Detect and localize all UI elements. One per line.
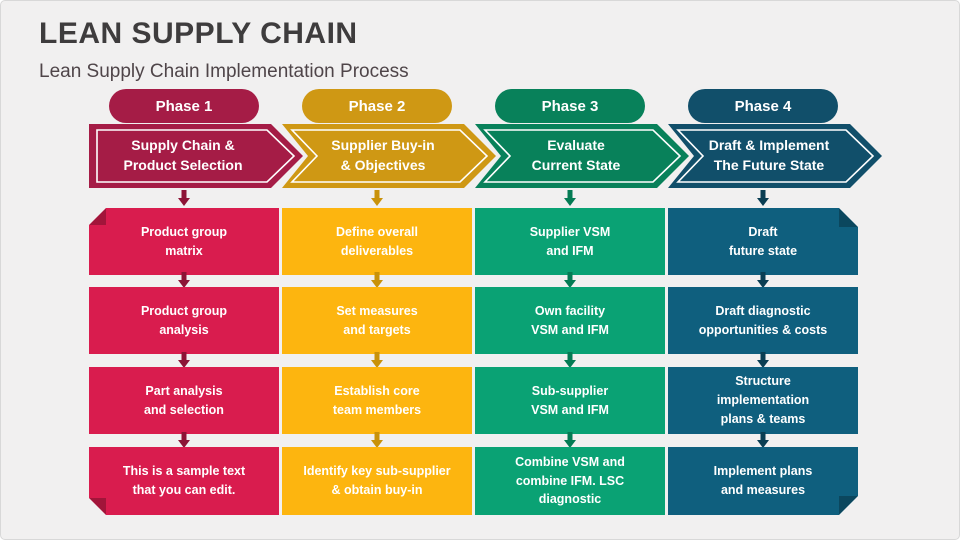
phase-1-header: Supply Chain & Product Selection: [89, 124, 303, 188]
phase-2-step-2: Set measures and targets: [282, 287, 472, 354]
chevron-arrow-shape: [89, 124, 303, 188]
down-arrow-icon: [564, 190, 576, 206]
phase-2-step-3: Establish core team members: [282, 367, 472, 434]
phase-1-step-2: Product group analysis: [89, 287, 279, 354]
phase-3-step-3: Sub-supplier VSM and IFM: [475, 367, 665, 434]
down-arrow-icon: [371, 272, 383, 288]
phase-4-step-2: Draft diagnostic opportunities & costs: [668, 287, 858, 354]
phase-1-column: Phase 1 Supply Chain & Product Selection…: [89, 1, 303, 540]
down-arrow-icon: [178, 352, 190, 368]
phase-2-header: Supplier Buy-in & Objectives: [282, 124, 496, 188]
phase-2-pill: Phase 2: [302, 89, 452, 123]
chevron-arrow-shape: [475, 124, 689, 188]
phase-1-pill: Phase 1: [109, 89, 259, 123]
phase-4-header-label: Draft & Implement The Future State: [708, 137, 830, 173]
phase-3-step-2: Own facility VSM and IFM: [475, 287, 665, 354]
phase-3-column: Phase 3 Evaluate Current State Supplier …: [475, 1, 689, 539]
chevron-arrow-shape: [668, 124, 882, 188]
down-arrow-icon: [178, 432, 190, 448]
down-arrow-icon: [178, 272, 190, 288]
down-arrow-icon: [371, 352, 383, 368]
phase-4-header: Draft & Implement The Future State: [668, 124, 882, 188]
phase-3-step-4: Combine VSM and combine IFM. LSC diagnos…: [475, 447, 665, 515]
phase-1-step-1: Product group matrix: [89, 208, 279, 275]
phase-1-header-label: Supply Chain & Product Selection: [123, 137, 243, 173]
phase-4-pill: Phase 4: [688, 89, 838, 123]
phase-3-header: Evaluate Current State: [475, 124, 689, 188]
slide-subtitle: Lean Supply Chain Implementation Process: [39, 61, 409, 82]
phase-4-step-4: Implement plans and measures: [668, 447, 858, 515]
down-arrow-icon: [564, 272, 576, 288]
down-arrow-icon: [757, 272, 769, 288]
phase-2-step-4: Identify key sub-supplier & obtain buy-i…: [282, 447, 472, 515]
down-arrow-icon: [371, 190, 383, 206]
down-arrow-icon: [371, 432, 383, 448]
phase-3-pill: Phase 3: [495, 89, 645, 123]
down-arrow-icon: [178, 190, 190, 206]
phase-1-step-4: This is a sample text that you can edit.: [89, 447, 279, 515]
phase-4-column: Phase 4 Draft & Implement The Future Sta…: [668, 1, 882, 540]
phase-3-step-1: Supplier VSM and IFM: [475, 208, 665, 275]
down-arrow-icon: [564, 352, 576, 368]
down-arrow-icon: [564, 432, 576, 448]
phase-2-header-label: Supplier Buy-in & Objectives: [331, 137, 435, 173]
slide-title: LEAN SUPPLY CHAIN: [39, 17, 358, 50]
phase-3-header-label: Evaluate Current State: [531, 137, 621, 173]
phase-4-step-1: Draft future state: [668, 208, 858, 275]
down-arrow-icon: [757, 190, 769, 206]
phase-4-step-3: Structure implementation plans & teams: [668, 367, 858, 434]
phase-2-column: Phase 2 Supplier Buy-in & Objectives Def…: [282, 1, 496, 539]
down-arrow-icon: [757, 432, 769, 448]
phase-2-step-1: Define overall deliverables: [282, 208, 472, 275]
chevron-arrow-shape: [282, 124, 496, 188]
down-arrow-icon: [757, 352, 769, 368]
phase-1-step-3: Part analysis and selection: [89, 367, 279, 434]
